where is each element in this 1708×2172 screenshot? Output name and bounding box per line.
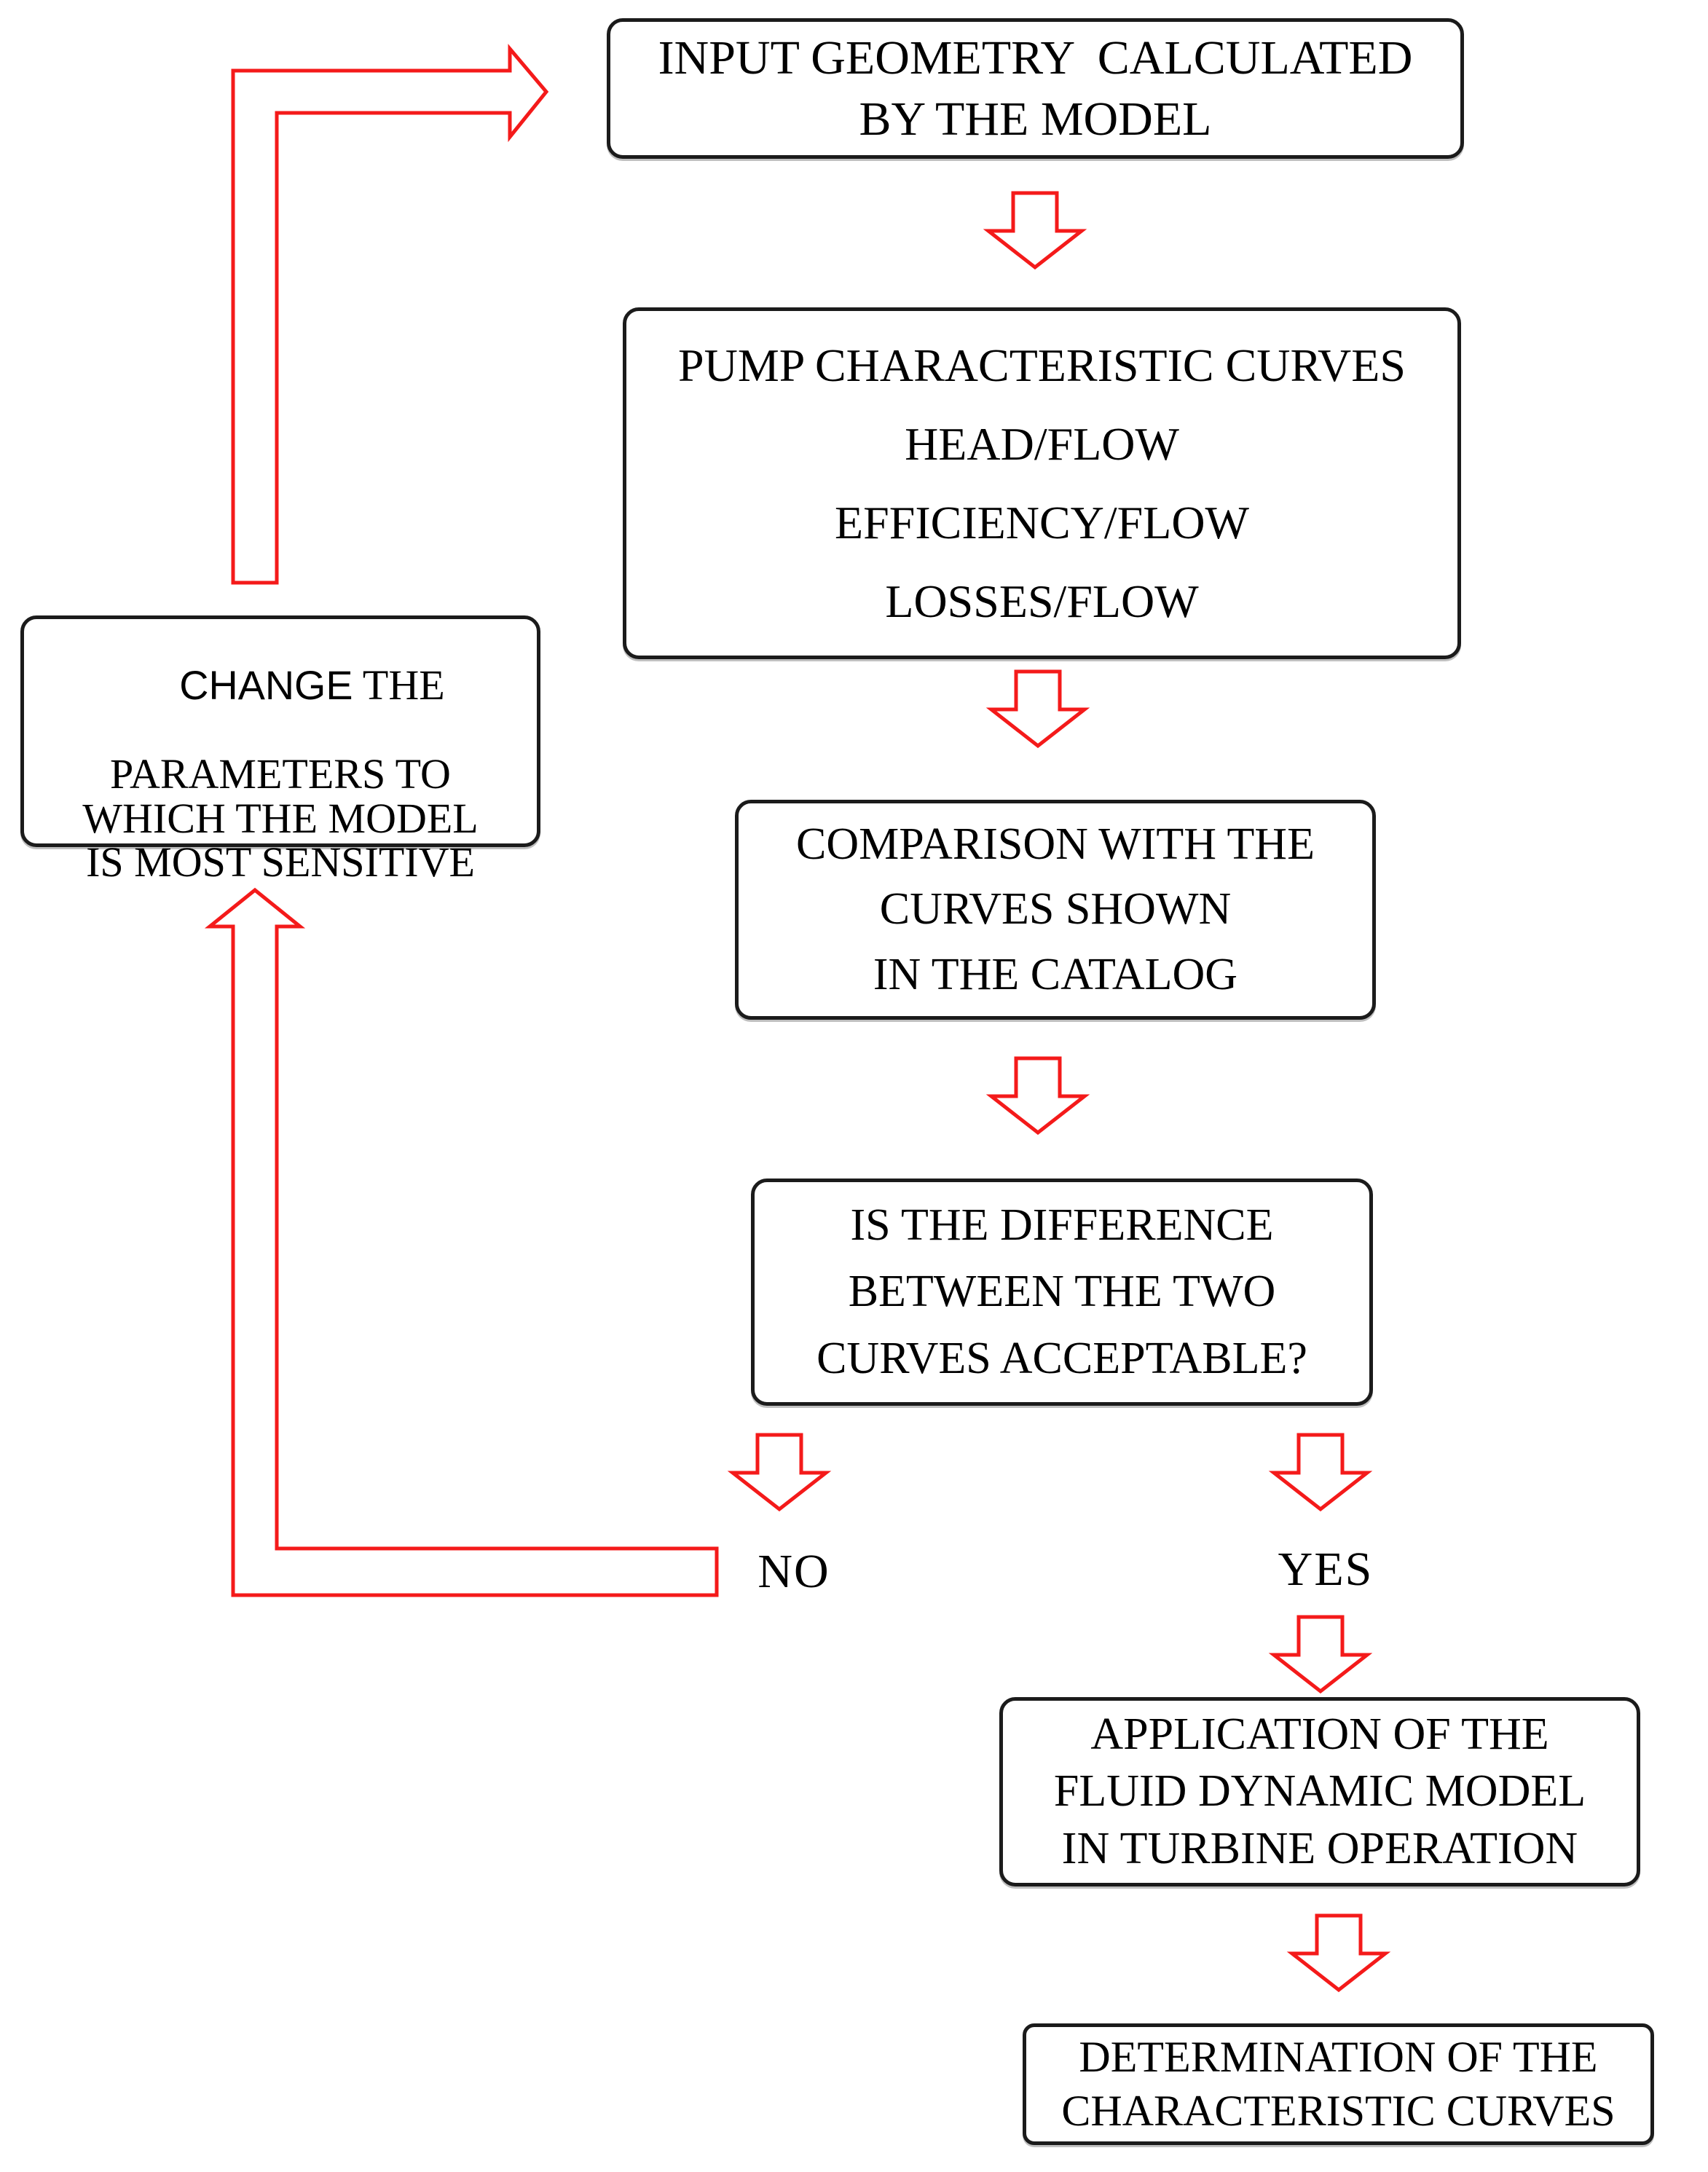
- box-text-line: EFFICIENCY/FLOW: [835, 496, 1249, 548]
- determination-characteristic-curves-box: DETERMINATION OF THE CHARACTERISTIC CURV…: [1023, 2023, 1654, 2145]
- box-text-line: IS MOST SENSITIVE: [86, 838, 475, 886]
- box-text-line: PUMP CHARACTERISTIC CURVES: [678, 339, 1406, 391]
- arrow-input-to-pump-icon: [983, 191, 1087, 270]
- arrow-yes-to-application-icon: [1268, 1615, 1373, 1694]
- box-text-line: CHANGE THE: [116, 619, 444, 752]
- input-geometry-box: INPUT GEOMETRY CALCULATED BY THE MODEL: [607, 18, 1464, 159]
- box-text-line: HEAD/FLOW: [905, 417, 1179, 470]
- arrow-pump-to-comparison-icon: [985, 669, 1090, 749]
- box-text-line: DETERMINATION OF THE: [1079, 2033, 1598, 2082]
- box-text-line: INPUT GEOMETRY CALCULATED: [658, 31, 1413, 84]
- no-return-connector: [204, 887, 719, 1597]
- box-text-line: IN TURBINE OPERATION: [1061, 1824, 1578, 1874]
- change-to-input-connector: [231, 44, 549, 585]
- arrow-decision-no-icon: [727, 1433, 832, 1512]
- box-text-line: CHARACTERISTIC CURVES: [1061, 2086, 1615, 2135]
- comparison-with-catalog-box: COMPARISON WITH THE CURVES SHOWN IN THE …: [735, 800, 1376, 1020]
- pump-characteristic-curves-box: PUMP CHARACTERISTIC CURVES HEAD/FLOW EFF…: [623, 307, 1461, 659]
- box-text-line: BETWEEN THE TWO: [848, 1267, 1276, 1317]
- box-text-line: CURVES SHOWN: [879, 884, 1232, 934]
- arrow-decision-yes-icon: [1268, 1433, 1373, 1512]
- box-text-line: LOSSES/FLOW: [885, 575, 1199, 627]
- box-text-line: PARAMETERS TO: [110, 749, 451, 798]
- arrow-comparison-to-decision-icon: [985, 1056, 1090, 1136]
- difference-acceptable-decision-box: IS THE DIFFERENCE BETWEEN THE TWO CURVES…: [751, 1179, 1373, 1406]
- box-text-line: BY THE MODEL: [859, 92, 1212, 146]
- box-text-line: IS THE DIFFERENCE: [850, 1200, 1274, 1250]
- arrow-application-to-determination-icon: [1286, 1913, 1391, 1993]
- no-branch-label: NO: [757, 1545, 830, 1598]
- box-text-line: FLUID DYNAMIC MODEL: [1053, 1766, 1586, 1817]
- box-text-line: THE: [353, 661, 445, 709]
- box-text-line: CURVES ACCEPTABLE?: [816, 1334, 1307, 1384]
- application-fluid-dynamic-model-box: APPLICATION OF THE FLUID DYNAMIC MODEL I…: [999, 1697, 1640, 1886]
- yes-branch-label: YES: [1278, 1543, 1374, 1596]
- change-parameters-box: CHANGE THE PARAMETERS TO WHICH THE MODEL…: [20, 615, 540, 884]
- box-text-line: APPLICATION OF THE: [1090, 1709, 1549, 1759]
- box-text-line: IN THE CATALOG: [873, 949, 1238, 999]
- box-text-line: WHICH THE MODEL: [82, 794, 479, 842]
- change-word: CHANGE: [179, 662, 353, 708]
- box-text-line: COMPARISON WITH THE: [796, 819, 1315, 870]
